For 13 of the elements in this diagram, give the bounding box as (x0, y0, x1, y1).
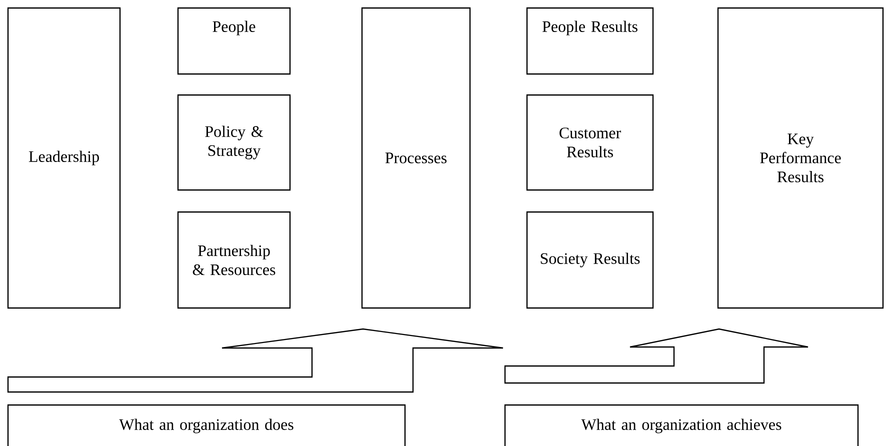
text-box: What an organization does (7, 404, 406, 446)
block-arrow (7, 328, 504, 393)
text-box: People Results (526, 7, 654, 75)
text-box: Partnership & Resources (177, 211, 291, 309)
text-box: Policy & Strategy (177, 94, 291, 191)
text-box: Society Results (526, 211, 654, 309)
text-box: Leadership (7, 7, 121, 309)
text-box: Key Performance Results (717, 7, 884, 309)
text-box: What an organization achieves (504, 404, 859, 446)
text-box: Customer Results (526, 94, 654, 191)
text-box: People (177, 7, 291, 75)
text-box: Processes (361, 7, 471, 309)
block-arrow (504, 328, 809, 384)
